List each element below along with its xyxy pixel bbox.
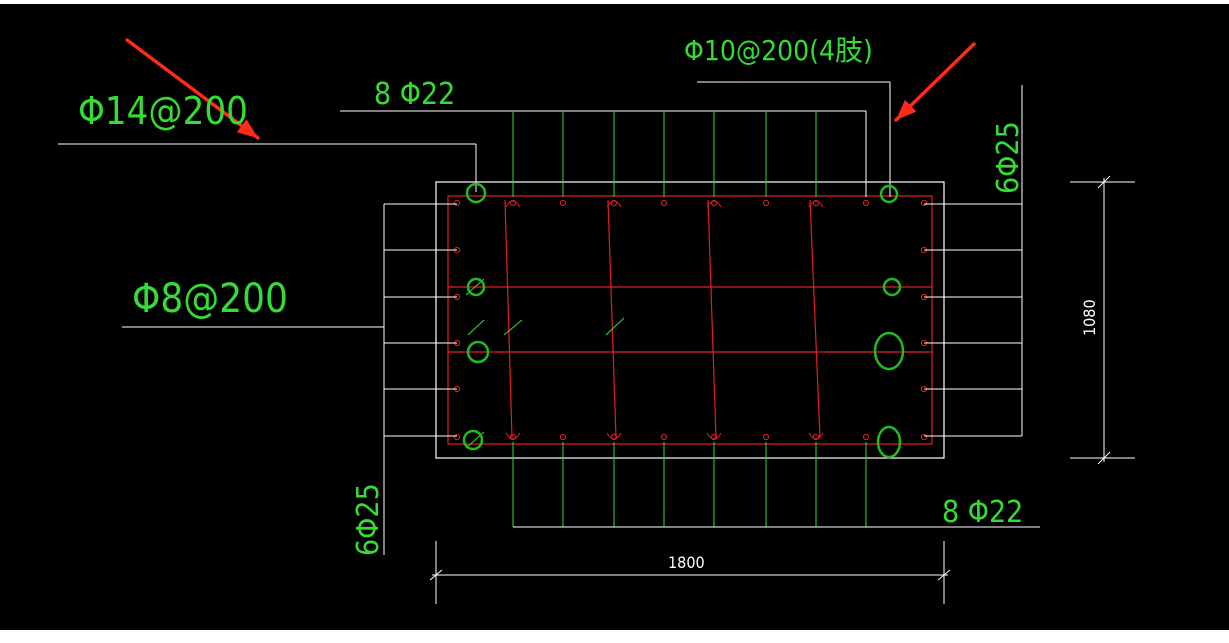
rebar-dot [812,433,820,441]
rebar-dot [710,199,718,207]
rebar-dot [509,433,517,441]
rebar-dot [610,199,618,207]
stirrup-leg [707,199,717,439]
callout-circle [466,277,486,297]
rebar-dot [453,433,461,441]
label-stirrup-left: Φ14@200 [78,89,248,133]
label-left-side-bars: 6Φ25 [351,483,386,556]
tie-tick [503,319,523,336]
stirrup-hook [808,432,824,440]
rebar-dot [610,433,618,441]
arrow-left-head [236,119,258,138]
dim-tick [1097,451,1111,465]
dim-tick [937,569,951,581]
stirrup-hook [706,432,722,440]
stirrup-hook [505,200,521,208]
rebar-dot [509,199,517,207]
dimension-lines [429,175,1135,604]
label-stirrup-top: Φ10@200(4肢) [684,34,873,67]
rebar-dot [559,433,567,441]
arrow-right-head [896,99,917,120]
rebar-dot [920,433,928,441]
tie-tick [605,317,625,336]
tie-tick [467,319,485,336]
stirrup-hook [808,200,824,208]
stirrup-leg [607,199,617,439]
dimension-width-text: 1800 [668,553,705,572]
leader-lines [58,81,1040,555]
rebar-dot [762,199,770,207]
rebar-layer [447,195,933,445]
callout-circle [465,182,487,204]
stirrup-hook [505,432,521,440]
label-top-bars: 8 Φ22 [374,77,455,112]
callout-circle [882,277,902,297]
rebar-dot [710,433,718,441]
stirrup-hook [606,432,622,440]
stirrup-leg [504,199,513,439]
label-bottom-bars: 8 Φ22 [942,495,1023,530]
section-outline [435,181,945,459]
rebar-dot [453,199,461,207]
outer-stirrup [447,195,933,445]
rebar-dot [862,433,870,441]
callout-circle [879,184,899,204]
rebar-dot [812,199,820,207]
rebar-dot [762,433,770,441]
stirrup-leg [809,199,821,439]
stirrup-hook [606,200,622,208]
annotation-arrows [125,38,976,140]
rebar-dot [660,199,668,207]
label-right-side-bars: 6Φ25 [991,121,1026,194]
rebar-dot [559,199,567,207]
callout-circles [462,182,905,459]
callout-circle [466,340,490,364]
callout-circle [876,425,902,459]
dim-tick [1097,175,1111,189]
rebar-dot [660,433,668,441]
dimension-height-text: 1080 [1080,299,1099,336]
dim-tick [429,569,443,581]
rebar-dot [920,199,928,207]
stirrup-hook [706,200,722,208]
rebar-dot [862,199,870,207]
callout-circle [873,331,905,371]
callout-circle [462,429,484,451]
label-tie-bars: Φ8@200 [132,276,288,322]
arrow-left [125,38,260,140]
